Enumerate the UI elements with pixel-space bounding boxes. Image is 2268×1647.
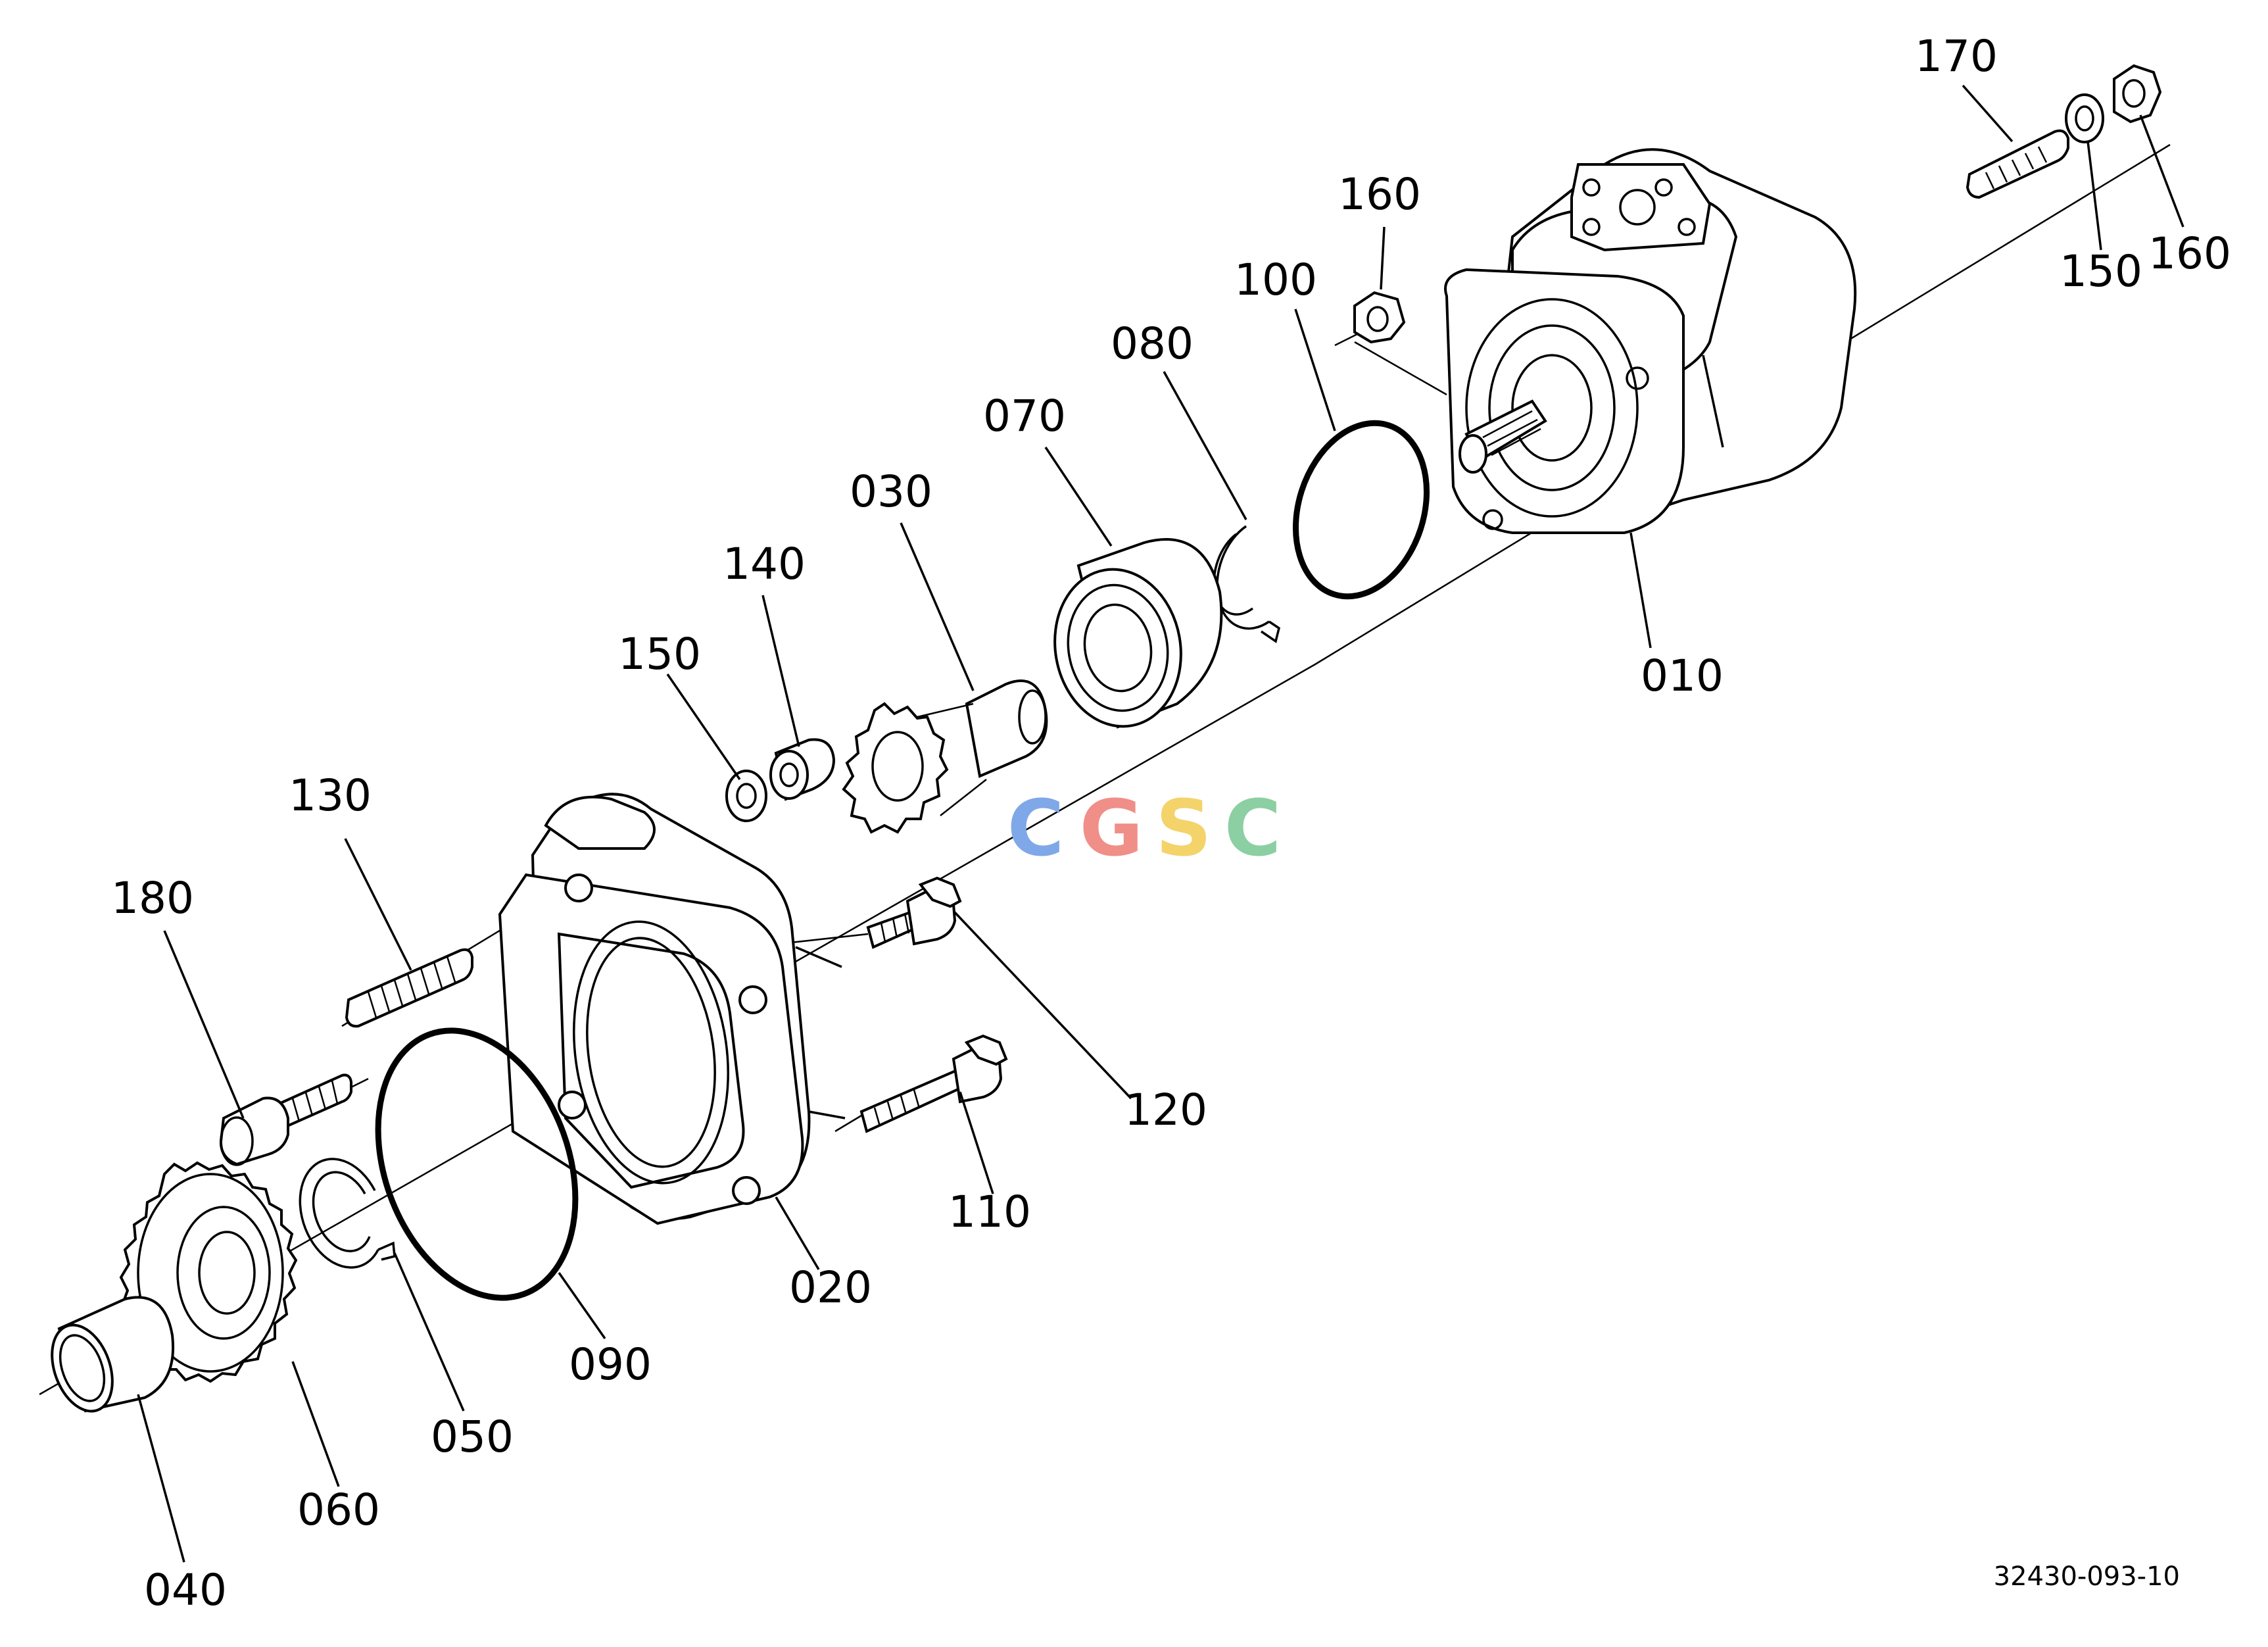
collar-040	[51, 1296, 174, 1413]
callout-050: 050	[431, 1412, 514, 1462]
callout-090: 090	[569, 1339, 652, 1390]
watermark-letter-s: S	[1156, 783, 1212, 873]
stud-170	[1966, 129, 2069, 199]
watermark-letter-c1: C	[1007, 783, 1065, 873]
watermark-letter-c2: C	[1224, 783, 1282, 873]
snap-ring-080	[1213, 525, 1280, 643]
housing-020	[498, 793, 846, 1225]
bolt-110	[859, 1034, 1008, 1133]
leader-lines	[137, 84, 2184, 1563]
bearing-070	[1053, 538, 1223, 729]
callout-040: 040	[144, 1565, 227, 1615]
cgsc-watermark: C G S C	[1007, 783, 1282, 873]
callout-labels: 170 160 160 150 150 100 080 070 030 140 …	[111, 31, 2231, 1615]
stud-130	[345, 948, 473, 1028]
callout-120: 120	[1124, 1085, 1207, 1135]
callout-150-center: 150	[618, 629, 701, 679]
nut-160-top-right	[2113, 64, 2162, 124]
o-ring-090	[375, 1027, 579, 1301]
callout-010: 010	[1641, 651, 1724, 701]
bolt-120	[866, 876, 962, 949]
bolt-180	[219, 1073, 352, 1166]
snap-ring-050	[299, 1158, 396, 1269]
callout-020: 020	[789, 1262, 872, 1313]
watermark-letter-g: G	[1080, 783, 1144, 873]
callout-160-right: 160	[2148, 228, 2231, 279]
callout-130: 130	[289, 770, 372, 821]
nut-160-left	[1353, 291, 1406, 344]
callout-060: 060	[297, 1485, 380, 1535]
callout-140: 140	[723, 539, 806, 589]
washer-150-top	[2065, 93, 2104, 143]
washer-150-center	[725, 770, 767, 822]
callout-180: 180	[111, 873, 194, 923]
callout-170: 170	[1915, 31, 1998, 82]
callout-150-top: 150	[2060, 246, 2142, 297]
callout-100: 100	[1234, 255, 1317, 305]
gear-shaft-030	[842, 679, 1048, 834]
callout-080: 080	[1111, 318, 1194, 369]
o-ring-100	[1292, 420, 1430, 600]
callout-110: 110	[948, 1187, 1031, 1237]
callout-070: 070	[983, 391, 1066, 441]
callout-030: 030	[850, 466, 932, 517]
callout-160-left: 160	[1338, 169, 1421, 220]
bushing-140	[769, 738, 836, 801]
pump-body-010	[1444, 148, 1857, 534]
drawing-number: 32430-093-10	[1994, 1561, 2180, 1592]
